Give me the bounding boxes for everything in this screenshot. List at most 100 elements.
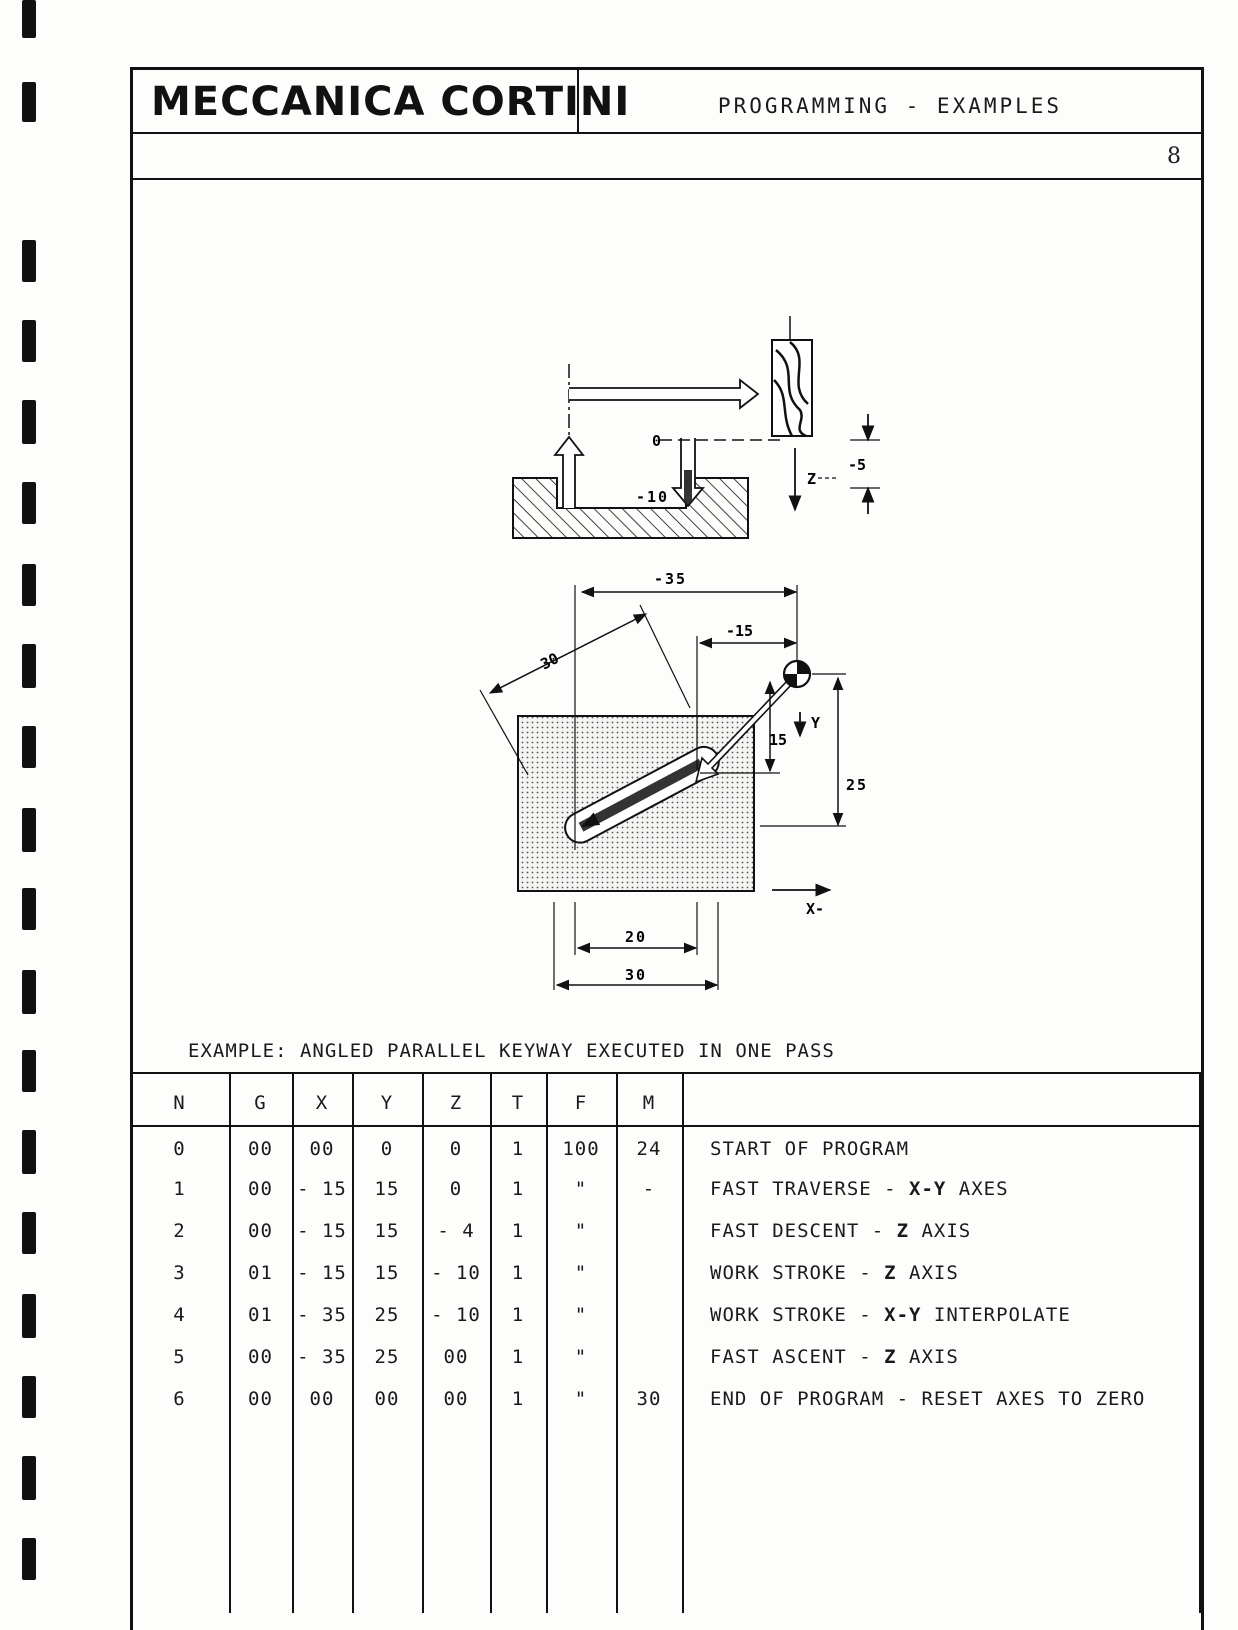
cell-f: " xyxy=(574,1178,588,1200)
description-text: START OF PROGRAM xyxy=(710,1138,910,1160)
label-y: Y xyxy=(811,714,820,732)
origin-symbol xyxy=(782,659,812,689)
description-axis: Z xyxy=(896,1220,910,1242)
label-zero: 0 xyxy=(652,432,661,450)
cell-y: 15 xyxy=(374,1262,400,1284)
column-divider xyxy=(616,1072,618,1613)
description-axis: X-Y xyxy=(884,1304,922,1326)
cell-x: 00 xyxy=(309,1138,335,1160)
label-z: Z xyxy=(807,470,816,488)
cell-t: 1 xyxy=(511,1388,525,1410)
cell-t: 1 xyxy=(511,1346,525,1368)
header-row: MECCANICA CORTINI PROGRAMMING - EXAMPLES xyxy=(133,70,1201,134)
description-text-suffix: AXIS xyxy=(896,1262,959,1284)
binding-hole xyxy=(22,726,36,768)
cell-x: - 15 xyxy=(297,1178,347,1200)
cell-f: " xyxy=(574,1388,588,1410)
description-axis: Z xyxy=(884,1262,897,1284)
cell-x: - 15 xyxy=(297,1262,347,1284)
binding-hole xyxy=(22,1130,36,1174)
side-view: 0 -10 Z -5 xyxy=(512,316,880,539)
binding-hole xyxy=(22,1050,36,1092)
cell-n: 4 xyxy=(173,1304,186,1326)
page-title: PROGRAMMING - EXAMPLES xyxy=(717,94,1063,118)
cell-y: 15 xyxy=(374,1220,400,1242)
cell-t: 1 xyxy=(511,1304,525,1326)
dim-length xyxy=(488,613,648,694)
binding-hole xyxy=(22,888,36,930)
column-header-m: M xyxy=(642,1092,656,1114)
cell-description: END OF PROGRAM - RESET AXES TO ZERO xyxy=(710,1388,1145,1410)
page-frame: MECCANICA CORTINI PROGRAMMING - EXAMPLES… xyxy=(130,67,1204,1630)
cell-x: - 35 xyxy=(297,1346,347,1368)
keyway-slot xyxy=(564,745,720,844)
cell-z: - 10 xyxy=(431,1304,481,1326)
binding-hole xyxy=(22,400,36,444)
description-text-suffix: AXIS xyxy=(896,1346,959,1368)
label-x-start: -15 xyxy=(726,622,753,640)
cell-y: 00 xyxy=(374,1388,400,1410)
cell-m: 30 xyxy=(636,1388,662,1410)
cell-t: 1 xyxy=(511,1178,525,1200)
column-header-f: F xyxy=(574,1092,588,1114)
cell-n: 3 xyxy=(173,1262,186,1284)
column-divider xyxy=(229,1072,231,1613)
cell-g: 01 xyxy=(248,1262,273,1284)
label-width-inner: 20 xyxy=(625,928,647,946)
brand-logo: MECCANICA CORTINI xyxy=(151,79,631,125)
column-divider xyxy=(546,1072,548,1613)
binding-hole xyxy=(22,808,36,852)
binding-hole xyxy=(22,82,36,122)
cell-m: - xyxy=(642,1178,656,1200)
header-divider xyxy=(577,70,579,132)
cell-g: 00 xyxy=(248,1346,273,1368)
cell-t: 1 xyxy=(511,1262,525,1284)
cell-n: 6 xyxy=(173,1388,186,1410)
cell-t: 1 xyxy=(511,1220,525,1242)
ascent-arrow xyxy=(553,435,585,508)
column-header-z: Z xyxy=(449,1092,463,1114)
binding-hole xyxy=(22,320,36,362)
cell-description: FAST ASCENT - Z AXIS xyxy=(710,1346,959,1368)
description-text-suffix: INTERPOLATE xyxy=(921,1304,1071,1326)
cell-x: - 35 xyxy=(297,1304,347,1326)
cell-m: 24 xyxy=(636,1138,662,1160)
binding-hole xyxy=(22,1456,36,1500)
table-border-right xyxy=(1199,1072,1201,1613)
label-clearance: -5 xyxy=(848,456,866,474)
label-x-total: -35 xyxy=(654,570,687,588)
cell-n: 1 xyxy=(173,1178,186,1200)
cell-f: " xyxy=(574,1304,588,1326)
binding-hole xyxy=(22,0,36,38)
table-top-rule xyxy=(130,1072,1201,1074)
cell-y: 25 xyxy=(374,1304,400,1326)
label-y-start: 15 xyxy=(769,731,787,749)
cell-x: - 15 xyxy=(297,1220,347,1242)
cell-f: " xyxy=(574,1262,588,1284)
column-divider xyxy=(490,1072,492,1613)
column-header-n: N xyxy=(173,1092,186,1114)
cell-z: 0 xyxy=(449,1138,463,1160)
page-number-row: 8 xyxy=(133,132,1201,180)
page-number: 8 xyxy=(1167,144,1181,169)
cell-description: FAST TRAVERSE - X-Y AXES xyxy=(710,1178,1009,1200)
description-text-suffix: AXIS xyxy=(909,1220,972,1242)
column-divider xyxy=(422,1072,424,1613)
column-header-x: X xyxy=(315,1092,329,1114)
cell-n: 2 xyxy=(173,1220,186,1242)
cell-f: " xyxy=(574,1346,588,1368)
binding-hole xyxy=(22,1212,36,1254)
description-text: WORK STROKE - xyxy=(710,1304,885,1326)
workpiece-section xyxy=(512,477,749,539)
description-text: FAST ASCENT - xyxy=(710,1346,885,1368)
cell-z: 00 xyxy=(443,1346,469,1368)
description-axis: X-Y xyxy=(909,1178,947,1200)
cell-x: 00 xyxy=(309,1388,335,1410)
cell-z: - 4 xyxy=(437,1220,475,1242)
cell-g: 00 xyxy=(248,1388,273,1410)
label-x: X- xyxy=(806,900,824,918)
end-mill-icon xyxy=(771,316,813,438)
label-y-total: 25 xyxy=(846,776,868,794)
